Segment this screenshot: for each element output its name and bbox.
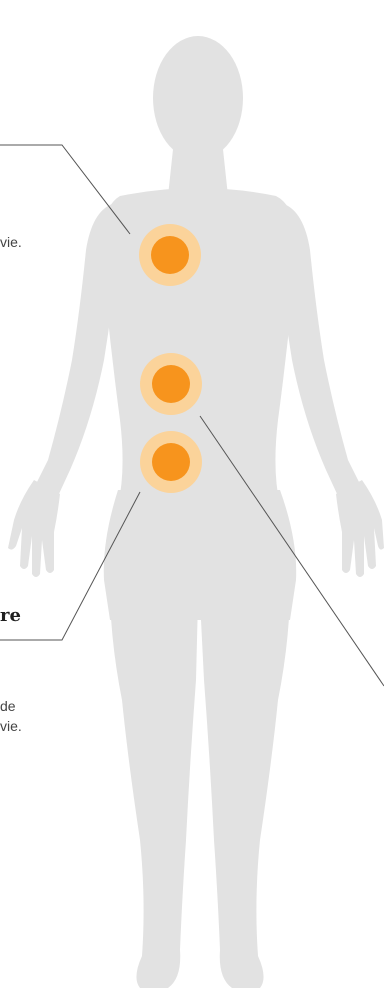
marker-pelvis-dot	[152, 443, 190, 481]
silhouette-right-leg	[200, 600, 290, 988]
top-description-text: vie.	[0, 232, 22, 252]
marker-chest[interactable]	[139, 224, 201, 286]
marker-chest-dot	[151, 236, 189, 274]
human-silhouette	[8, 36, 384, 988]
lower-description-line-1: de	[0, 696, 16, 716]
silhouette-left-hand	[8, 480, 60, 577]
marker-abdomen-dot	[152, 365, 190, 403]
silhouette-right-hand	[336, 480, 384, 577]
marker-pelvis[interactable]	[140, 431, 202, 493]
middle-heading: re	[0, 605, 21, 626]
silhouette-neck	[168, 140, 228, 196]
lower-description-line-2: vie.	[0, 716, 22, 736]
silhouette-right-arm	[278, 204, 362, 496]
silhouette-left-arm	[34, 204, 118, 496]
marker-abdomen[interactable]	[140, 353, 202, 415]
silhouette-left-leg	[110, 600, 198, 988]
